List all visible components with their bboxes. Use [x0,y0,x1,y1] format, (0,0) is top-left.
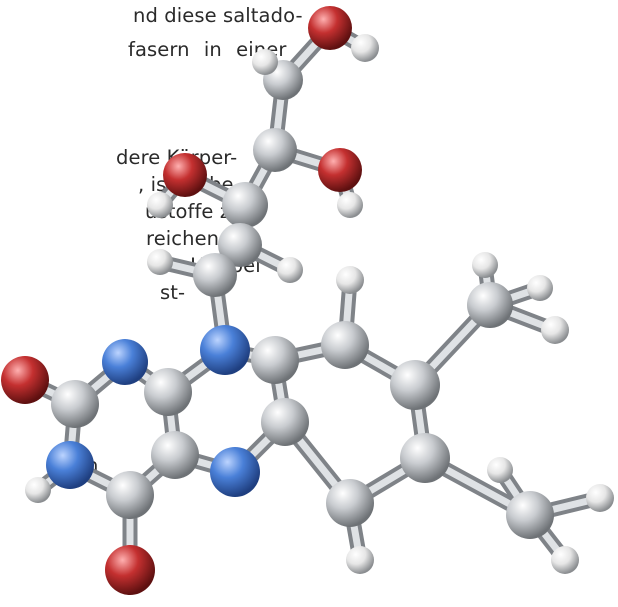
hydrogen-atom [527,275,553,301]
carbon-atom [506,491,554,539]
carbon-atom [467,282,513,328]
hydrogen-atom [336,266,364,294]
carbon-atom [151,431,199,479]
oxygen-atom [1,356,49,404]
hydrogen-atom [586,484,614,512]
hydrogen-atom [472,252,498,278]
hydrogen-atom [541,316,569,344]
oxygen-atom [318,148,362,192]
hydrogen-atom [346,546,374,574]
carbon-atom [400,433,450,483]
carbon-atom [326,479,374,527]
carbon-atom [106,471,154,519]
nitrogen-atom [102,339,148,385]
carbon-atom [261,398,309,446]
carbon-atom [218,223,262,267]
hydrogen-atom [337,192,363,218]
carbon-atom [193,253,237,297]
atom-group [1,6,614,595]
hydrogen-atom [351,34,379,62]
hydrogen-atom [487,457,513,483]
carbon-atom [51,380,99,428]
hydrogen-atom [551,546,579,574]
nitrogen-atom [210,447,260,497]
hydrogen-atom [147,249,173,275]
nitrogen-atom [200,325,250,375]
hydrogen-atom [25,477,51,503]
carbon-atom [321,321,369,369]
text-line: nd diese saltado- [133,4,303,27]
carbon-atom [222,182,268,228]
carbon-atom [251,336,299,384]
hydrogen-atom [147,192,173,218]
text-line: fasern in einer [128,38,287,61]
oxygen-atom [163,153,207,197]
oxygen-atom [308,6,352,50]
oxygen-atom [105,545,155,595]
text-line: st- [160,281,186,304]
carbon-atom [253,128,297,172]
hydrogen-atom [277,257,303,283]
nitrogen-atom [46,441,94,489]
carbon-atom [390,360,440,410]
carbon-atom [144,368,192,416]
hydrogen-atom [252,49,278,75]
